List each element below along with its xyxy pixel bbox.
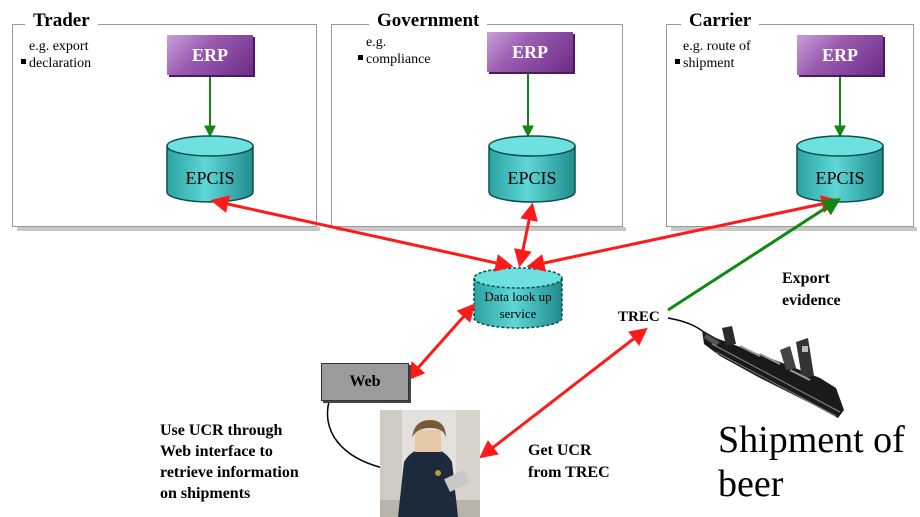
trec-pointer — [667, 317, 709, 337]
carrier-title: Carrier — [681, 10, 760, 32]
get-ucr-label: Get UCR from TREC — [528, 440, 610, 484]
use-ucr-line3: retrieve information — [160, 464, 299, 481]
get-ucr-line2: from TREC — [528, 464, 610, 481]
trader-panel: Trader e.g. export declaration ERP — [12, 10, 320, 231]
carrier-epcis-cylinder — [796, 135, 884, 203]
bullet-icon — [21, 59, 26, 64]
government-title: Government — [369, 10, 488, 32]
lookup-label: Data look up service — [472, 288, 564, 322]
bullet-icon — [675, 59, 680, 64]
carrier-note: e.g. route of shipment — [675, 38, 787, 72]
carrier-panel: Carrier e.g. route of shipment ERP — [666, 10, 917, 231]
get-ucr-line1: Get UCR — [528, 442, 592, 459]
shipment-line2: beer — [718, 463, 784, 505]
use-ucr-line1: Use UCR through — [160, 422, 283, 439]
lookup-trader-arrow — [210, 195, 514, 272]
shipment-label: Shipment of beer — [718, 418, 905, 506]
trader-erp-box: ERP — [167, 35, 253, 75]
web-lookup-arrow — [406, 303, 476, 381]
trader-note-text: e.g. export declaration — [29, 39, 92, 71]
government-note: e.g. compliance — [358, 34, 450, 68]
carrier-note-text: e.g. route of shipment — [683, 39, 751, 71]
web-interface-box: Web — [321, 363, 409, 401]
lookup-carrier-arrow — [526, 195, 840, 272]
government-epcis-label: EPCIS — [507, 168, 557, 188]
carrier-epcis-label: EPCIS — [815, 168, 865, 188]
trader-epcis-label: EPCIS — [185, 168, 235, 188]
shipment-line1: Shipment of — [718, 419, 905, 461]
panel-shadow — [17, 227, 320, 231]
government-panel: Government e.g. compliance ERP — [331, 10, 626, 231]
use-ucr-label: Use UCR through Web interface to retriev… — [160, 420, 299, 504]
trec-label: TREC — [618, 309, 660, 325]
officer-photo — [380, 410, 480, 517]
use-ucr-line4: on shipments — [160, 485, 251, 502]
lookup-government-arrow — [514, 202, 538, 268]
lookup-cylinder — [473, 267, 563, 329]
trader-epcis-cylinder — [166, 135, 254, 203]
trader-note: e.g. export declaration — [21, 38, 129, 72]
use-ucr-line2: Web interface to — [160, 443, 273, 460]
export-evidence-line2: evidence — [782, 292, 841, 309]
trec-carrier-arrow — [667, 198, 842, 312]
officer-trec-arrow — [479, 327, 648, 459]
export-evidence-label: Export evidence — [782, 268, 841, 312]
web-officer-line — [326, 397, 393, 471]
export-evidence-line1: Export — [782, 270, 830, 287]
lookup-label-line1: Data look up — [484, 289, 552, 304]
trader-title: Trader — [25, 10, 98, 32]
bullet-icon — [358, 55, 363, 60]
government-note-text: e.g. compliance — [366, 35, 431, 67]
carrier-erp-box: ERP — [797, 35, 883, 75]
ship-icon — [702, 326, 844, 418]
government-erp-box: ERP — [487, 32, 573, 72]
lookup-label-line2: service — [499, 306, 537, 321]
